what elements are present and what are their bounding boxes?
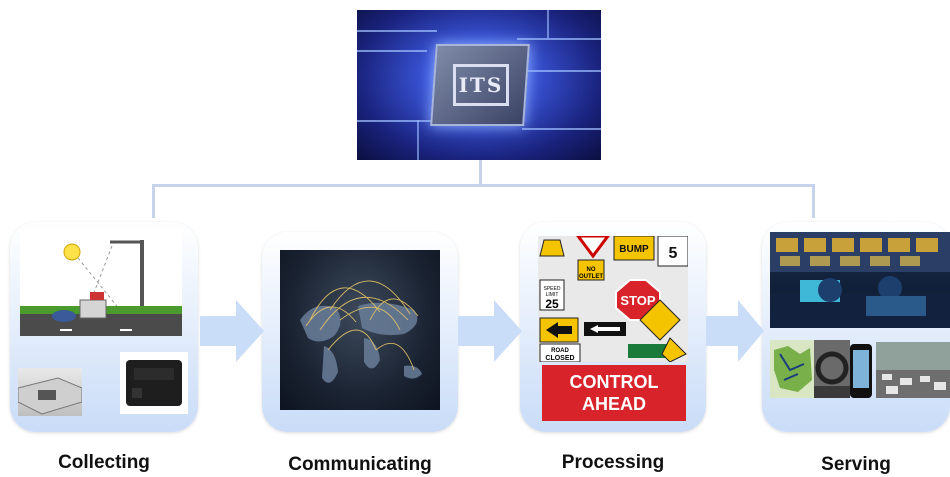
svg-text:25: 25 bbox=[545, 297, 559, 311]
road-sensor-image bbox=[17, 368, 83, 416]
control-ahead-sign: CONTROL AHEAD bbox=[542, 365, 686, 421]
caption-collecting: Collecting bbox=[58, 452, 150, 473]
world-network-map bbox=[280, 250, 440, 410]
svg-text:BUMP: BUMP bbox=[619, 244, 649, 255]
caption-serving: Serving bbox=[821, 454, 891, 475]
traffic-sensor-diagram bbox=[20, 230, 182, 336]
svg-text:OUTLET: OUTLET bbox=[579, 274, 603, 280]
caption-communicating: Communicating bbox=[288, 454, 432, 475]
its-chip-image: ITS bbox=[357, 10, 601, 160]
navigation-map-image bbox=[770, 340, 814, 398]
car-dashboard-image bbox=[814, 340, 850, 398]
svg-text:NO: NO bbox=[587, 267, 596, 273]
connector-left bbox=[152, 184, 155, 218]
svg-text:SPEED: SPEED bbox=[544, 286, 561, 292]
svg-text:CLOSED: CLOSED bbox=[545, 355, 574, 362]
traffic-control-room-photo bbox=[770, 232, 950, 328]
svg-text:LIMIT: LIMIT bbox=[546, 292, 559, 298]
highway-traffic-photo bbox=[876, 342, 950, 398]
control-sign-line1: CONTROL bbox=[569, 372, 659, 392]
svg-text:ROAD: ROAD bbox=[551, 348, 569, 354]
sensor-box-image bbox=[120, 352, 188, 414]
caption-processing: Processing bbox=[561, 452, 665, 473]
chip-label: ITS bbox=[453, 64, 509, 106]
sensor-scene-drawing bbox=[20, 240, 182, 336]
svg-text:5: 5 bbox=[669, 245, 678, 262]
smartphone-image bbox=[850, 344, 872, 398]
arrow-communicate-to-process bbox=[458, 300, 522, 362]
svg-text:STOP: STOP bbox=[620, 293, 655, 308]
arrow-collect-to-communicate bbox=[200, 300, 264, 362]
connector-right bbox=[812, 184, 815, 218]
road-signs-collage: BUMP 5 NO OUTLET SPEED LIMIT 25 STOP ONE… bbox=[538, 236, 688, 362]
control-sign-line2: AHEAD bbox=[581, 394, 646, 414]
connector-stem bbox=[479, 160, 482, 186]
connector-bar bbox=[152, 184, 815, 187]
arrow-process-to-serve bbox=[706, 300, 764, 362]
